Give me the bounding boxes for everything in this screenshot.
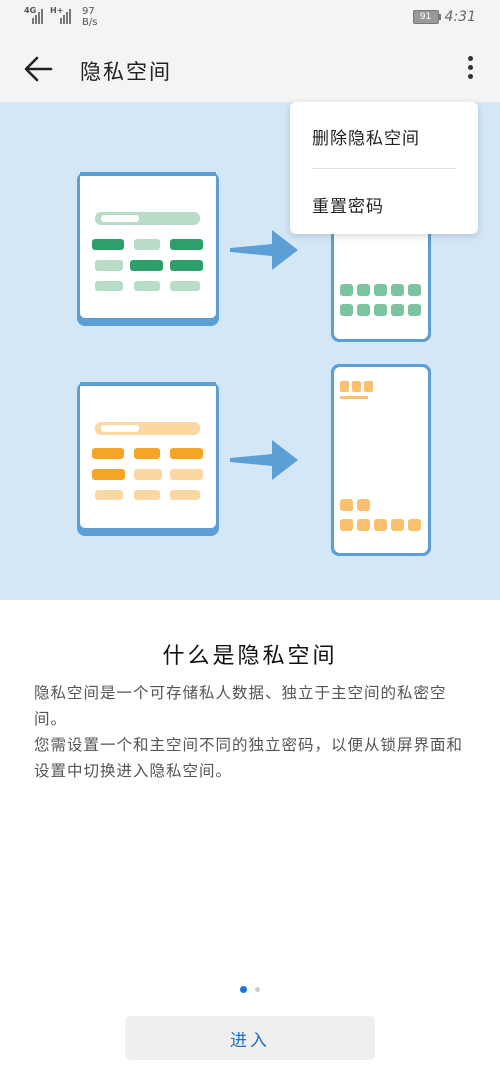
description-paragraph-1: 隐私空间是一个可存储私人数据、独立于主空间的私密空间。 — [34, 684, 447, 728]
status-left: 4G H+ 97 B/s — [24, 6, 97, 28]
arrow-left-icon — [24, 56, 53, 82]
sim2-network-label: H+ — [50, 6, 64, 15]
arrow-right-icon — [230, 440, 298, 480]
page-dot-active[interactable] — [240, 986, 247, 993]
private-space-phone-orange-icon — [331, 364, 431, 556]
options-menu: 删除隐私空间 重置密码 — [290, 102, 478, 234]
description-paragraph-2: 您需设置一个和主空间不同的独立密码，以便从锁屏界面和设置中切换进入隐私空间。 — [34, 736, 464, 780]
more-vertical-icon — [460, 56, 480, 79]
page-title: 隐私空间 — [80, 60, 172, 84]
battery-level: 91 — [419, 12, 432, 22]
status-right: 91 4:31 — [412, 9, 476, 25]
network-speed-value: 97 — [82, 6, 95, 17]
network-speed-unit: B/s — [82, 17, 98, 28]
app-bar: 隐私空间 — [0, 36, 500, 102]
menu-item-delete-privacy-space[interactable]: 删除隐私空间 — [312, 129, 420, 149]
sim1-network-label: 4G — [24, 6, 37, 15]
back-button[interactable] — [22, 52, 56, 86]
menu-divider — [312, 168, 456, 169]
signal-sim1-icon: 4G — [24, 6, 44, 24]
clock: 4:31 — [444, 9, 476, 25]
page-dot[interactable] — [255, 987, 260, 992]
section-heading: 什么是隐私空间 — [162, 644, 338, 669]
page-indicator — [0, 986, 500, 993]
menu-item-reset-password[interactable]: 重置密码 — [312, 197, 384, 217]
network-speed: 97 B/s — [82, 6, 97, 28]
signal-sim2-icon: H+ — [50, 6, 72, 24]
main-space-phone-icon — [77, 172, 219, 326]
private-space-phone-icon — [331, 202, 431, 342]
status-bar: 4G H+ 97 B/s 91 4:31 — [0, 0, 500, 36]
privacy-space-illustration — [77, 172, 431, 556]
battery-icon: 91 — [412, 10, 441, 24]
main-space-phone-orange-icon — [77, 382, 219, 536]
arrow-right-icon — [230, 230, 298, 270]
enter-button[interactable]: 进入 — [125, 1016, 375, 1060]
more-options-button[interactable] — [460, 52, 480, 86]
